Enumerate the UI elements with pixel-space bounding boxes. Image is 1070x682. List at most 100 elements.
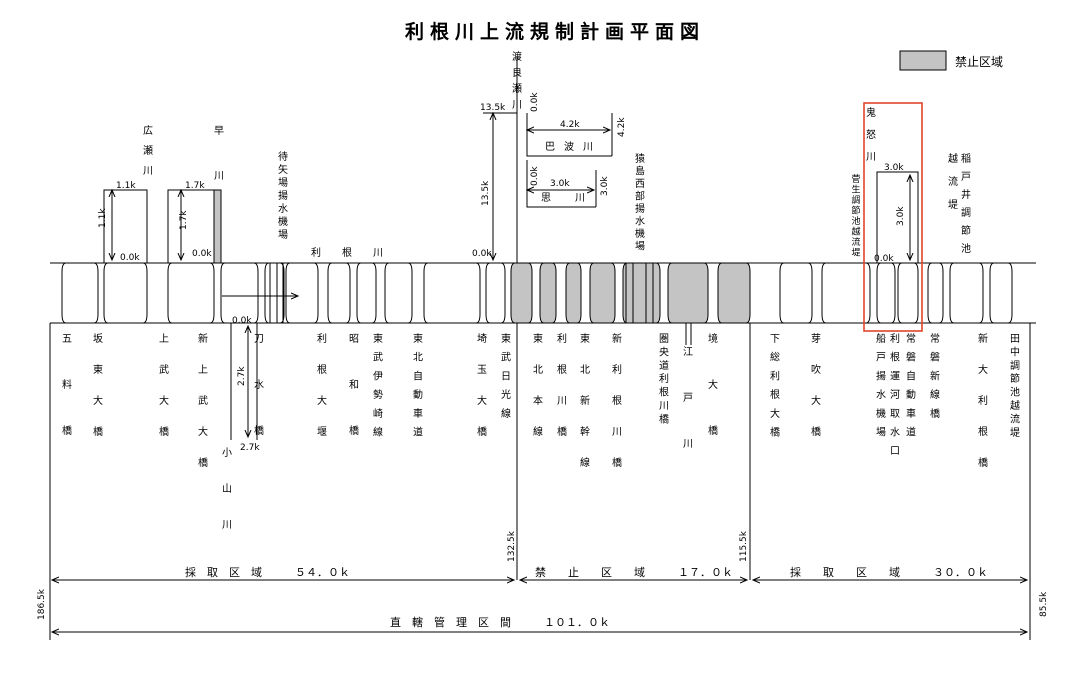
kinu-side: 3.0k xyxy=(896,206,906,226)
koyama-dist: 2.7k xyxy=(237,366,247,386)
lower-label-3: 新上武大橋 xyxy=(198,332,208,469)
section-dividers xyxy=(49,323,1031,640)
hirose-side: 1.1k xyxy=(98,208,108,228)
pier-block xyxy=(949,262,984,324)
legend: 禁止区域 xyxy=(899,50,1003,71)
lower-label-4: 刀水橋 xyxy=(254,334,264,437)
koyama-river xyxy=(222,296,298,440)
pier-block xyxy=(897,262,919,324)
section-label-3: 採 取 区 域 ３０．０ｋ xyxy=(790,565,988,579)
pier-block xyxy=(927,262,944,324)
haya-side: 1.7k xyxy=(179,210,189,230)
pier-block xyxy=(779,262,813,324)
lower-label-19: 芽吹大橋 xyxy=(811,332,821,438)
pier-block xyxy=(539,262,557,324)
pier-block xyxy=(667,262,709,324)
pier-block xyxy=(510,262,533,324)
pier-block xyxy=(167,262,215,324)
label-koyama-river: 小山川 xyxy=(222,447,232,531)
kinu-zero: 0.0k xyxy=(874,254,894,264)
haya-zero: 0.0k xyxy=(192,249,212,259)
pier-block xyxy=(61,262,99,324)
section-label-1: 採 取 区 域 ５４．０ｋ xyxy=(185,565,350,579)
lower-label-6: 昭和橋 xyxy=(349,333,359,437)
lower-labels: 五料橋 坂東大橋 上武大橋 新上武大橋 刀水橋 利根大堰 昭和橋 東武伊勢崎線 東北自動車道 埼玉… xyxy=(62,332,1020,469)
pier-block xyxy=(264,262,285,324)
legend-label: 禁止区域 xyxy=(955,55,1003,69)
page-title: 利根川上流規制計画平面図 xyxy=(405,20,705,43)
lower-label-12: 利根川橋 xyxy=(557,333,567,438)
kinu-dist: 3.0k xyxy=(884,163,904,173)
hayakawa-gray-strip xyxy=(213,189,222,264)
uzuma-dist: 4.2k xyxy=(560,120,580,130)
lower-label-25: 田中調節池越流堤 xyxy=(1010,334,1020,439)
uzuma-side: 4.2k xyxy=(617,117,627,137)
boundary-186: 186.5k xyxy=(37,588,47,620)
lower-label-11: 東北本線 xyxy=(533,332,543,438)
koyama-top: 0.0k xyxy=(232,316,252,326)
upper-labels: 広瀬川 1.1k 1.1k 0.0k 早川 1.7k 1.7k 0.0k 待矢場… xyxy=(98,50,971,264)
lower-label-5: 利根大堰 xyxy=(317,333,327,438)
pier-block xyxy=(821,262,871,324)
lower-label-7: 東武伊勢崎線 xyxy=(373,332,383,439)
omoi-zero: 0.0k xyxy=(530,166,540,186)
label-watarase-river: 渡良瀬川 xyxy=(512,50,522,111)
watarase-side: 13.5k xyxy=(481,180,491,206)
prohibited-zone-blocks xyxy=(510,262,751,324)
hirose-zero: 0.0k xyxy=(120,253,140,263)
lower-label-20: 船戸揚水機場 xyxy=(876,332,886,439)
lower-label-17: 境大橋 xyxy=(708,332,718,437)
section-label-2: 禁 止 区 域 １７．０ｋ xyxy=(535,566,733,579)
omoi-side: 3.0k xyxy=(600,176,610,196)
lower-label-0: 五料橋 xyxy=(62,334,72,437)
label-hirose-river: 広瀬川 xyxy=(143,124,153,177)
label-yaba-pump: 待矢場揚水機場 xyxy=(278,150,288,241)
label-haya-river: 早川 xyxy=(214,125,224,182)
lower-label-1: 坂東大橋 xyxy=(93,333,103,438)
watarase-zero: 0.0k xyxy=(472,249,492,259)
pier-block xyxy=(989,262,1013,324)
pier-block xyxy=(356,262,377,324)
lower-label-10: 東武日光線 xyxy=(501,332,511,420)
lower-label-22: 常磐自動車道 xyxy=(906,332,916,439)
boundary-85: 85.5k xyxy=(1039,591,1049,617)
structure-blocks xyxy=(61,262,1013,324)
pier-block xyxy=(103,262,148,324)
pier-block xyxy=(589,262,616,324)
pier-block xyxy=(717,262,751,324)
kinugawa-highlight xyxy=(863,102,923,332)
lower-label-8: 東北自動車道 xyxy=(413,332,423,439)
label-uzuma-river: 巴波川 xyxy=(545,140,593,153)
boundary-115: 115.5k xyxy=(739,530,749,562)
label-sashima-pump: 猿島西部揚水機場 xyxy=(635,152,645,253)
lower-label-23: 常磐新線橋 xyxy=(930,332,940,420)
pier-block xyxy=(622,262,661,324)
hirose-dist: 1.1k xyxy=(116,181,136,191)
lower-label-13: 東北新幹線 xyxy=(580,332,590,469)
management-label: 直 轄 管 理 区 間 １０１．０ｋ xyxy=(390,615,610,629)
lower-label-2: 上武大橋 xyxy=(159,333,169,438)
pier-block xyxy=(285,262,319,324)
lower-label-9: 埼玉大橋 xyxy=(477,332,487,438)
pier-block xyxy=(565,262,582,324)
label-tone-river: 利根川 xyxy=(311,246,383,259)
pier-block xyxy=(485,262,506,324)
haya-dist: 1.7k xyxy=(185,181,205,191)
upper-river-lines xyxy=(103,56,919,263)
lower-label-18: 下総利根大橋 xyxy=(770,334,780,439)
watarase-dist: 13.5k xyxy=(480,103,506,113)
lower-label-15: 圏央道利根川橋 xyxy=(659,333,669,425)
pier-block xyxy=(220,262,259,324)
label-kinu-river: 鬼怒川 xyxy=(866,106,876,163)
lower-label-21: 利根運河取水口 xyxy=(890,333,900,457)
uzuma-zero: 0.0k xyxy=(530,92,540,112)
lower-label-14: 新利根川橋 xyxy=(612,332,622,469)
pier-block xyxy=(423,262,481,324)
pier-block xyxy=(876,262,896,324)
koyama-bottom: 2.7k xyxy=(240,443,260,453)
label-omoi-river: 思川 xyxy=(541,192,585,204)
boundary-132: 132.5k xyxy=(507,530,517,562)
pier-block xyxy=(327,262,351,324)
label-sugao-weir: 菅生調節池越流堤 xyxy=(851,173,860,259)
